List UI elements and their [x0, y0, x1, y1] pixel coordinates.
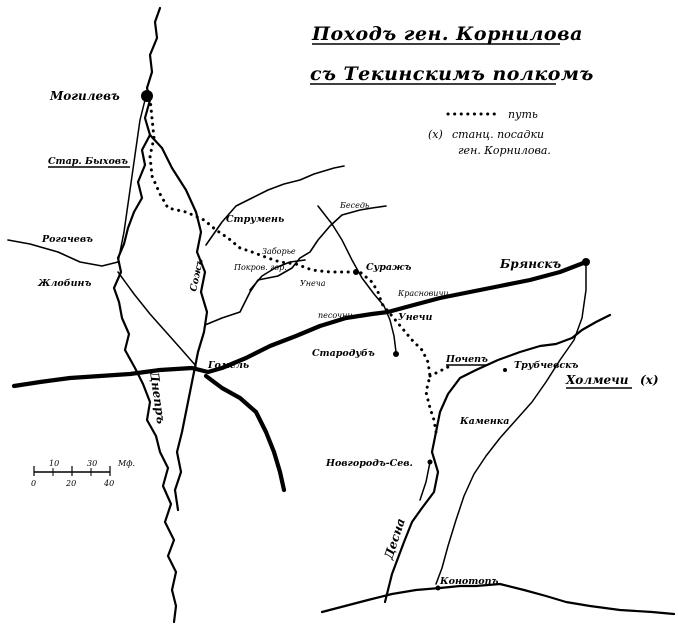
river-unecha: [249, 259, 306, 291]
label-novgorod-sev: Новгородъ-Сев.: [325, 458, 413, 469]
label-surazh: Суражъ: [366, 262, 411, 273]
konotop-dot: [435, 585, 441, 591]
label-trubchevsk: Трубчевскъ: [514, 360, 579, 371]
railway-gomel-south: [203, 373, 287, 493]
label-star-bykhov: Стар. Быховъ: [48, 156, 128, 167]
scale-tick-20: 20: [65, 479, 76, 488]
river-sozh: [148, 133, 209, 512]
river-iput: [204, 205, 387, 326]
legend-route-label: путь: [508, 108, 538, 121]
bryansk-dot: [582, 258, 590, 266]
label-rogachev: Рогачевъ: [41, 234, 93, 245]
label-kholmechi: Холмечи: [565, 373, 629, 387]
label-river-sozh: Сожъ: [188, 258, 206, 293]
river-besed: [205, 165, 345, 246]
label-river-desna: Десна: [381, 517, 408, 562]
label-mogilev: Могилевъ: [49, 89, 120, 103]
legend-stations-line1: станц. посадки: [452, 128, 544, 141]
scale-tick-40: 40: [103, 479, 114, 488]
label-zaborye: Заборье: [262, 247, 296, 256]
label-pesochni: песочни: [318, 311, 353, 320]
starodub-dot: [393, 351, 399, 357]
legend-marker: (х): [428, 128, 443, 141]
novgorod-dot: [427, 459, 433, 465]
label-kholmechi-marker: (х): [640, 373, 659, 387]
mogilev-dot: [141, 90, 153, 102]
road-zhlobin-gomel: [117, 271, 197, 367]
river-tributary-west-top: [7, 239, 119, 267]
scale-unit: Мф.: [117, 459, 135, 468]
scale-top-mark-2: 30: [87, 459, 97, 468]
trubchevsk-dot: [503, 368, 507, 372]
label-pochep: Почепъ: [445, 354, 488, 365]
legend-stations-line2: ген. Корнилова.: [458, 144, 551, 157]
river-seim: [320, 582, 676, 616]
label-konotop: Конотопъ: [439, 576, 499, 587]
label-zhlobin: Жлобинъ: [37, 278, 91, 289]
scale-bar: 10 30 0 20 40 Мф.: [31, 459, 135, 488]
label-bryansk: Брянскъ: [499, 257, 561, 271]
scale-top-mark-1: 10: [49, 459, 59, 468]
label-krasnovichi: Красновичи: [397, 289, 449, 298]
road-bryansk-konotop: [435, 261, 587, 585]
label-gomel: Гомель: [207, 360, 249, 371]
label-unecha-left: Унеча: [300, 279, 326, 288]
map-title-line1: Походъ ген. Корнилова: [311, 23, 583, 45]
river-dnepr: [112, 6, 178, 624]
road-mogilev-zhlobin: [117, 95, 147, 263]
label-pokrov-gor: Покров. гор.: [233, 263, 287, 272]
label-besed: Беседь: [339, 201, 369, 210]
railway-main: [11, 259, 589, 389]
surazh-dot: [353, 269, 359, 275]
label-starodub: Стародубъ: [312, 348, 375, 359]
road-besed-surazh: [317, 205, 385, 307]
scale-tick-0: 0: [31, 479, 36, 488]
label-kamenka: Каменка: [459, 416, 509, 427]
label-strumen: Струмень: [226, 214, 284, 225]
road-novgorod-south: [419, 461, 431, 501]
label-river-dnepr: Днепръ: [147, 369, 168, 425]
road-unecha-starodub: [383, 305, 397, 353]
route-branch-pochep: [428, 364, 452, 378]
label-unechi: Унечи: [398, 312, 432, 323]
map-title-line2: съ Текинскимъ полкомъ: [310, 63, 594, 85]
river-desna: [383, 313, 612, 604]
